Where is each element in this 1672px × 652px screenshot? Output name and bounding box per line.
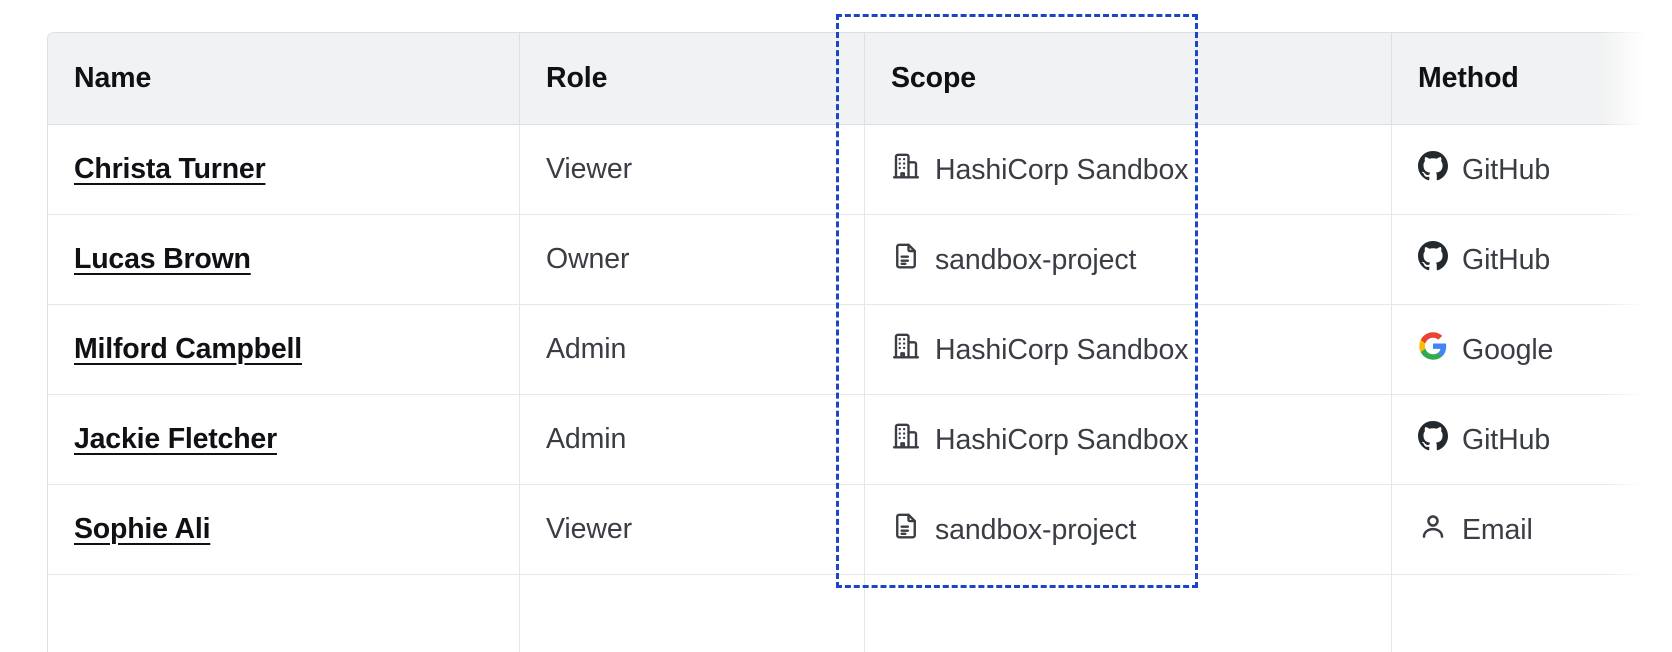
table-header-row: Name Role Scope Method [48,33,1672,125]
user-person-icon [1418,511,1448,549]
table-row [48,575,1672,652]
cell-role: Admin [520,305,865,395]
table-header: Name Role Scope Method [48,33,1672,125]
scope-label: HashiCorp Sandbox [935,154,1189,187]
method-label: Google [1462,334,1554,367]
column-header-scope[interactable]: Scope [865,33,1392,125]
cell-method: GitHub [1392,215,1672,305]
table-row: Christa Turner Viewer [48,125,1672,215]
scope-label: HashiCorp Sandbox [935,334,1189,367]
person-name-link[interactable]: Christa Turner [74,153,266,185]
cell-role: Viewer [520,485,865,575]
cell-name: Lucas Brown [48,215,520,305]
column-header-name[interactable]: Name [48,33,520,125]
people-table: Name Role Scope Method Christa Turner Vi… [47,32,1672,652]
project-document-icon [891,511,921,549]
cell-role: Admin [520,395,865,485]
cell-scope: HashiCorp Sandbox [865,395,1392,485]
cell-role [520,575,865,652]
org-building-icon [891,421,921,459]
cell-scope: sandbox-project [865,215,1392,305]
cell-method [1392,575,1672,652]
cell-scope: HashiCorp Sandbox [865,305,1392,395]
table-body: Christa Turner Viewer [48,125,1672,652]
person-name-link[interactable]: Jackie Fletcher [74,423,277,455]
method-label: GitHub [1462,154,1551,187]
cell-role: Viewer [520,125,865,215]
github-icon [1418,420,1448,459]
github-icon [1418,150,1448,189]
cell-name: Jackie Fletcher [48,395,520,485]
org-building-icon [891,151,921,189]
cell-name [48,575,520,652]
cell-scope: sandbox-project [865,485,1392,575]
cell-method: GitHub [1392,125,1672,215]
person-name-link[interactable]: Sophie Ali [74,513,211,545]
table-row: Milford Campbell Admin [48,305,1672,395]
person-name-link[interactable]: Lucas Brown [74,243,251,275]
scope-label: sandbox-project [935,244,1137,277]
cell-name: Milford Campbell [48,305,520,395]
method-label: GitHub [1462,244,1551,277]
scope-label: HashiCorp Sandbox [935,424,1189,457]
table-row: Lucas Brown Owner sa [48,215,1672,305]
table-row: Sophie Ali Viewer sa [48,485,1672,575]
github-icon [1418,240,1448,279]
cell-scope [865,575,1392,652]
person-name-link[interactable]: Milford Campbell [74,333,302,365]
column-header-method[interactable]: Method [1392,33,1672,125]
cell-method: GitHub [1392,395,1672,485]
cell-method: Google [1392,305,1672,395]
column-header-role[interactable]: Role [520,33,865,125]
people-table-scroll-container[interactable]: Name Role Scope Method Christa Turner Vi… [47,32,1672,652]
org-building-icon [891,331,921,369]
cell-method: Email [1392,485,1672,575]
google-icon [1418,331,1448,369]
project-document-icon [891,241,921,279]
cell-name: Christa Turner [48,125,520,215]
scope-label: sandbox-project [935,514,1137,547]
method-label: GitHub [1462,424,1551,457]
method-label: Email [1462,514,1533,547]
cell-scope: HashiCorp Sandbox [865,125,1392,215]
cell-name: Sophie Ali [48,485,520,575]
cell-role: Owner [520,215,865,305]
table-row: Jackie Fletcher Admin [48,395,1672,485]
